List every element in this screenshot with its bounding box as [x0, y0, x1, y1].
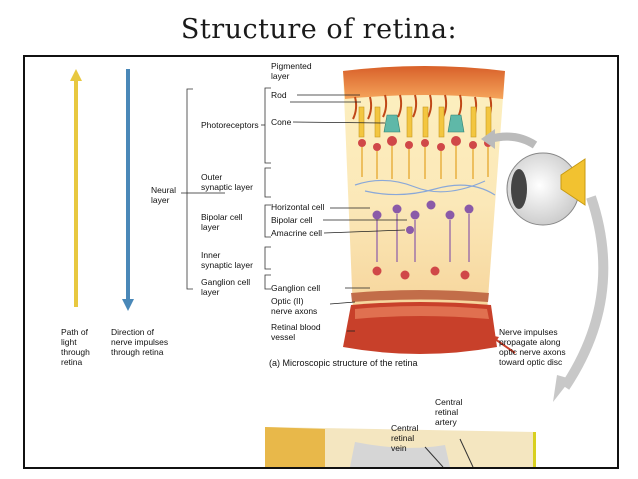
horizontal-cell-label: Horizontal cell	[271, 202, 325, 212]
slide-title: Structure of retina:	[180, 14, 458, 45]
impulse-pointer	[494, 338, 516, 354]
rod-label: Rod	[271, 90, 287, 100]
bipolar-cell-label: Bipolar cell	[271, 215, 313, 225]
pigmented-layer-label: Pigmented layer	[271, 61, 312, 81]
light-path-arrow	[70, 69, 82, 307]
retina-tissue	[343, 66, 505, 354]
amacrine-cell-label: Amacrine cell	[271, 228, 323, 238]
retina-diagram	[70, 66, 609, 467]
light-path-label: Path of light through retina	[61, 327, 90, 367]
curved-arrow-right	[560, 195, 609, 390]
central-artery-label: Central retinal artery	[435, 397, 463, 427]
inner-synaptic-label: Inner synaptic layer	[201, 250, 253, 270]
figure-caption: (a) Microscopic structure of the retina	[269, 358, 418, 368]
cone-label: Cone	[271, 117, 292, 127]
bipolar-layer-label: Bipolar cell layer	[201, 212, 243, 232]
central-vein-label: Central retinal vein	[391, 423, 419, 453]
diagram-frame: Path of light through retina Direction o…	[23, 55, 619, 469]
impulse-direction-label: Direction of nerve impulses through reti…	[111, 327, 169, 357]
photoreceptors-label: Photoreceptors	[201, 120, 259, 130]
impulse-direction-arrow	[122, 69, 134, 311]
optic-axons-label: Optic (II) nerve axons	[271, 296, 318, 316]
ganglion-layer-label: Ganglion cell layer	[201, 277, 251, 297]
neural-layer-label: Neural layer	[151, 185, 177, 205]
leader-lines	[187, 94, 407, 332]
eyeball-illustration	[506, 152, 586, 226]
blood-vessel-label: Retinal blood vessel	[271, 322, 321, 342]
ganglion-cell-label: Ganglion cell	[271, 283, 321, 293]
outer-synaptic-label: Outer synaptic layer	[201, 172, 253, 192]
layer-brackets	[181, 87, 271, 290]
nerve-impulses-label: Nerve impulses propagate along optic ner…	[499, 327, 566, 367]
optic-disc-section	[265, 427, 536, 467]
